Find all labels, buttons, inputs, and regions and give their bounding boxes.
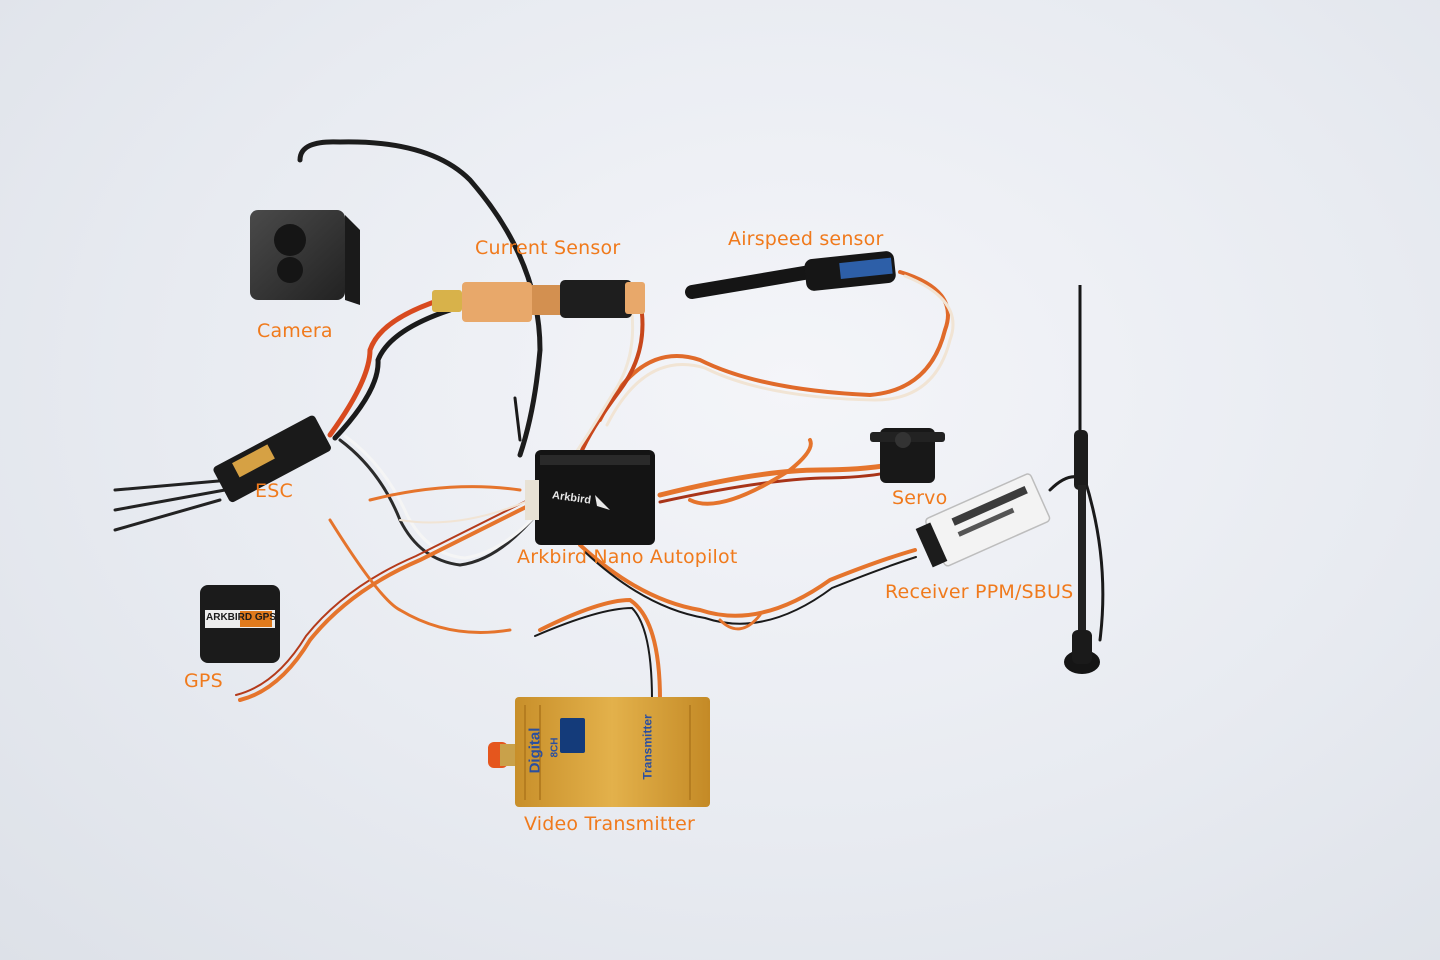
servo-label: Servo [892, 487, 948, 509]
camera-label: Camera [257, 320, 333, 342]
video-transmitter-label: Video Transmitter [524, 813, 696, 835]
current-sensor-body [432, 280, 645, 322]
vtx-model-mark: Transmitter [640, 714, 655, 780]
gps-body [200, 585, 280, 663]
receiver-label: Receiver PPM/SBUS [885, 581, 1074, 603]
gps-label: GPS [184, 670, 223, 692]
video-transmitter-body [488, 697, 710, 807]
wire-harness [113, 139, 1105, 702]
gps-brand-mark: ARKBIRD GPS [206, 612, 277, 623]
autopilot-label: Arkbird Nano Autopilot [517, 546, 738, 568]
airspeed-sensor-body [685, 251, 896, 299]
servo-body [870, 428, 945, 483]
receiver-body [915, 473, 1051, 568]
airspeed-sensor-label: Airspeed sensor [728, 228, 884, 250]
current-sensor-label: Current Sensor [475, 237, 621, 259]
antenna [1064, 285, 1100, 674]
vtx-brand-mark: Digital [526, 727, 544, 774]
camera-body [250, 210, 360, 305]
esc-body [213, 415, 331, 503]
vtx-channels-mark: 8CH [549, 737, 561, 758]
autopilot-body [525, 450, 655, 545]
esc-label: ESC [255, 480, 293, 502]
